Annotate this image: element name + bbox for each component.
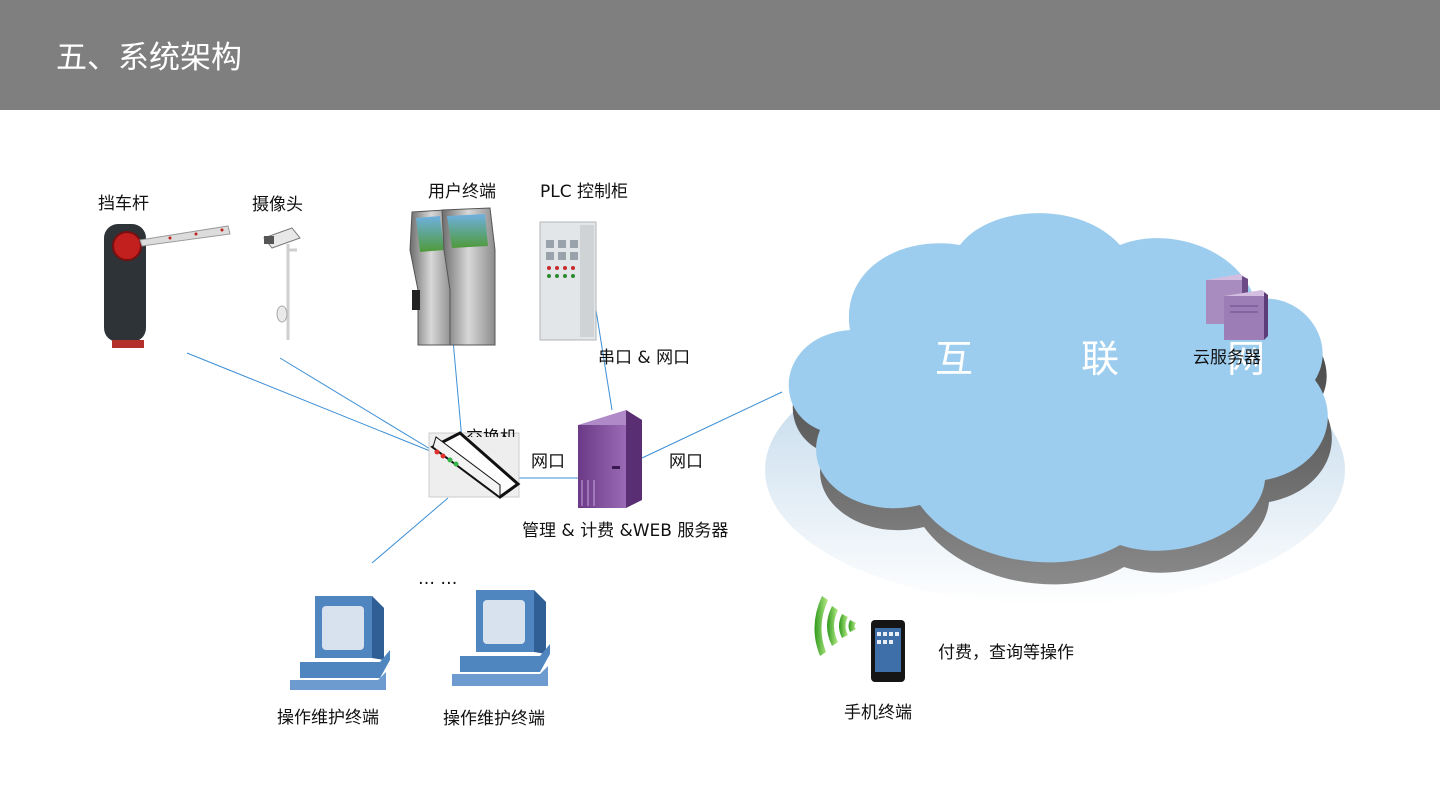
net-port-left-label: 网口 [531, 452, 565, 472]
internet-label: 互 联 网 [935, 337, 1314, 381]
network-switch-icon [428, 431, 521, 499]
operator-terminal-2-icon [452, 590, 550, 686]
link-terminal-switch [452, 339, 463, 441]
connection-lines [186, 284, 783, 564]
mobile-ops-label: 付费，查询等操作 [938, 643, 1074, 663]
net-port-right-label: 网口 [669, 452, 703, 472]
plc-label: PLC 控制柜 [540, 182, 628, 202]
link-camera-switch [279, 357, 441, 456]
op-terminal-1-label: 操作维护终端 [277, 708, 379, 728]
barrier-label: 挡车杆 [98, 194, 149, 214]
serial-net-label: 串口 & 网口 [598, 348, 691, 368]
page-title: 五、系统架构 [56, 40, 242, 76]
barrier-gate-icon [104, 224, 231, 348]
mobile-tablet-icon [871, 620, 905, 682]
internet-cloud [765, 213, 1345, 605]
link-server-internet [641, 391, 783, 459]
camera-icon [263, 227, 301, 340]
user-terminal-label: 用户终端 [428, 182, 496, 202]
op-terminal-2-label: 操作维护终端 [443, 709, 545, 729]
plc-cabinet-icon [539, 221, 597, 341]
wireless-signal-icon [814, 596, 856, 656]
management-server-icon [578, 410, 642, 508]
slide-header: 五、系统架构 [0, 0, 1440, 110]
mobile-terminal-label: 手机终端 [844, 703, 912, 723]
camera-label: 摄像头 [252, 195, 303, 215]
operator-terminal-1-icon [290, 596, 390, 690]
cloud-server-label: 云服务器 [1193, 348, 1261, 368]
link-barrier-switch [186, 352, 441, 456]
link-switch-terminals [371, 497, 449, 564]
server-label: 管理 & 计费 &WEB 服务器 [522, 521, 729, 541]
switch-label: 交换机 [466, 428, 517, 437]
cloud-server-icon [1206, 274, 1268, 340]
kiosk-terminal-icon [409, 207, 496, 346]
ellipsis-label: … … [418, 569, 458, 589]
